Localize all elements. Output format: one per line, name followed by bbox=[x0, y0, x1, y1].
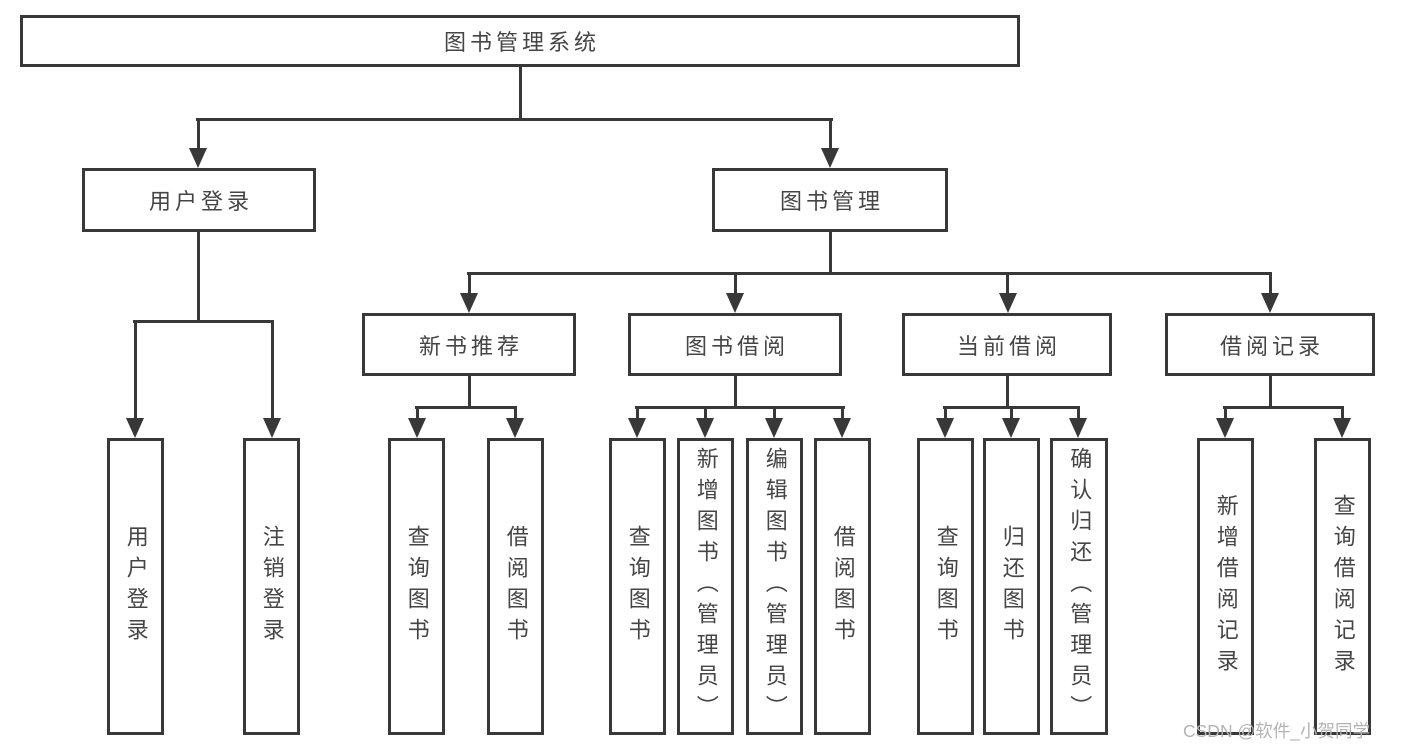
leaf-label: 确认归还（管理员） bbox=[1067, 447, 1093, 726]
connector-line bbox=[829, 232, 832, 274]
node-label: 图书借阅 bbox=[684, 333, 789, 359]
connector-line bbox=[514, 406, 517, 422]
leaf-return-books: 归还图书 bbox=[983, 438, 1040, 735]
arrowhead-down-icon bbox=[460, 293, 478, 313]
node-library-management-system: 图书管理系统 bbox=[20, 15, 1020, 67]
arrowhead-down-icon bbox=[1261, 293, 1279, 313]
connector-line bbox=[416, 406, 419, 422]
leaf-user-login: 用户登录 bbox=[107, 438, 164, 735]
connector-line bbox=[415, 406, 517, 409]
connector-line bbox=[1077, 406, 1080, 422]
connector-line bbox=[704, 406, 707, 422]
arrowhead-down-icon bbox=[1069, 418, 1087, 438]
leaf-query-books: 查询图书 bbox=[917, 438, 974, 735]
connector-line bbox=[1006, 272, 1009, 297]
leaf-label: 查询图书 bbox=[625, 524, 651, 649]
arrowhead-down-icon bbox=[726, 293, 744, 313]
connector-line bbox=[1006, 376, 1009, 408]
leaf-label: 查询借阅记录 bbox=[1330, 493, 1356, 680]
leaf-label: 归还图书 bbox=[999, 524, 1025, 649]
connector-line bbox=[134, 320, 137, 420]
arrowhead-down-icon bbox=[821, 148, 839, 168]
arrowhead-down-icon bbox=[696, 418, 714, 438]
connector-line bbox=[829, 118, 832, 151]
connector-line bbox=[734, 272, 737, 297]
node-label: 用户登录 bbox=[148, 189, 253, 214]
connector-line bbox=[196, 118, 833, 121]
node-label: 借阅记录 bbox=[1219, 333, 1324, 359]
leaf-label: 新增图书（管理员） bbox=[693, 447, 719, 726]
leaf-query-books: 查询图书 bbox=[388, 438, 445, 735]
leaf-add-borrow-record: 新增借阅记录 bbox=[1197, 438, 1254, 735]
arrowhead-down-icon bbox=[506, 418, 524, 438]
connector-line bbox=[1224, 406, 1227, 422]
leaf-confirm-return-admin: 确认归还（管理员） bbox=[1050, 438, 1108, 735]
connector-line bbox=[1269, 272, 1272, 297]
connector-line bbox=[734, 376, 737, 408]
leaf-borrow-books: 借阅图书 bbox=[487, 438, 544, 735]
arrowhead-down-icon bbox=[999, 293, 1017, 313]
node-label: 当前借阅 bbox=[956, 333, 1061, 359]
leaf-label: 新增借阅记录 bbox=[1213, 493, 1239, 680]
leaf-edit-books-admin: 编辑图书（管理员） bbox=[746, 438, 803, 735]
csdn-watermark: CSDN @软件_小贺同学 bbox=[1183, 721, 1370, 741]
node-borrowing-records: 借阅记录 bbox=[1165, 313, 1375, 376]
leaf-label: 查询图书 bbox=[933, 524, 959, 649]
connector-line bbox=[467, 272, 1272, 275]
arrowhead-down-icon bbox=[189, 148, 207, 168]
connector-line bbox=[1010, 406, 1013, 422]
leaf-label: 借阅图书 bbox=[830, 524, 856, 649]
connector-line bbox=[519, 65, 522, 119]
arrowhead-down-icon bbox=[1002, 418, 1020, 438]
connector-line bbox=[271, 320, 274, 420]
connector-line bbox=[635, 406, 845, 409]
connector-line bbox=[468, 272, 471, 297]
connector-line bbox=[636, 406, 639, 422]
connector-line bbox=[841, 406, 844, 422]
node-current-borrowing: 当前借阅 bbox=[902, 313, 1112, 376]
arrowhead-down-icon bbox=[936, 418, 954, 438]
leaf-query-books: 查询图书 bbox=[609, 438, 666, 735]
arrowhead-down-icon bbox=[1216, 418, 1234, 438]
node-label: 新书推荐 bbox=[418, 333, 523, 359]
leaf-label: 注销登录 bbox=[259, 524, 285, 649]
leaf-borrow-books: 借阅图书 bbox=[814, 438, 871, 735]
arrowhead-down-icon bbox=[263, 418, 281, 438]
leaf-query-borrow-record: 查询借阅记录 bbox=[1314, 438, 1371, 735]
node-label: 图书管理系统 bbox=[443, 30, 600, 55]
node-user-login: 用户登录 bbox=[82, 168, 316, 232]
connector-line bbox=[1223, 406, 1344, 409]
leaf-label: 用户登录 bbox=[123, 524, 149, 649]
leaf-label: 借阅图书 bbox=[503, 524, 529, 649]
leaf-label: 编辑图书（管理员） bbox=[762, 447, 788, 726]
leaf-label: 查询图书 bbox=[404, 524, 430, 649]
arrowhead-down-icon bbox=[765, 418, 783, 438]
connector-line bbox=[773, 406, 776, 422]
connector-line bbox=[197, 232, 200, 322]
connector-line bbox=[468, 376, 471, 408]
arrowhead-down-icon bbox=[628, 418, 646, 438]
leaf-logout: 注销登录 bbox=[243, 438, 300, 735]
node-book-management: 图书管理 bbox=[712, 168, 948, 232]
node-new-book-recommend: 新书推荐 bbox=[362, 313, 576, 376]
connector-line bbox=[944, 406, 947, 422]
arrowhead-down-icon bbox=[126, 418, 144, 438]
connector-line bbox=[133, 320, 274, 323]
node-book-borrowing: 图书借阅 bbox=[628, 313, 842, 376]
arrowhead-down-icon bbox=[408, 418, 426, 438]
leaf-add-books-admin: 新增图书（管理员） bbox=[677, 438, 734, 735]
connector-line bbox=[1341, 406, 1344, 422]
connector-line bbox=[1269, 376, 1272, 408]
connector-line bbox=[197, 118, 200, 151]
arrowhead-down-icon bbox=[1333, 418, 1351, 438]
arrowhead-down-icon bbox=[833, 418, 851, 438]
node-label: 图书管理 bbox=[779, 189, 884, 214]
